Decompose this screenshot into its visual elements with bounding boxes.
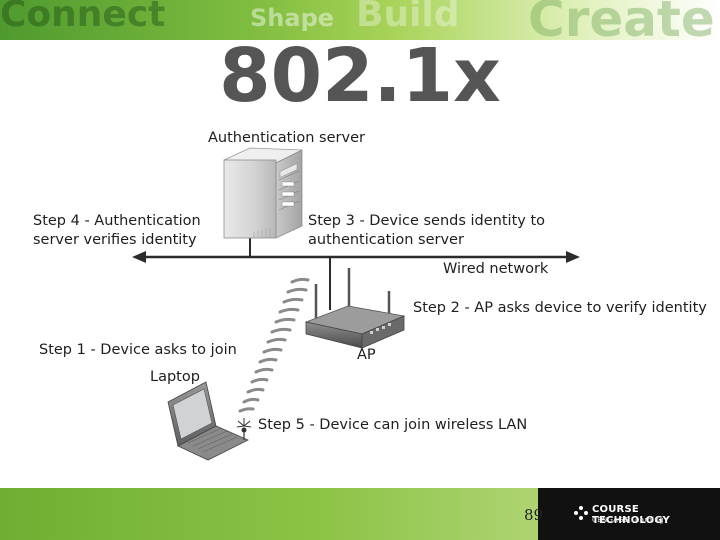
banner-word-build: Build <box>356 0 460 35</box>
label-wired-network: Wired network <box>443 261 549 277</box>
header-banner: Connect Shape Build Create <box>0 0 720 40</box>
label-step3-line2: authentication server <box>308 232 464 248</box>
label-authentication-server: Authentication server <box>208 130 365 146</box>
laptop-icon <box>167 381 252 461</box>
label-step4-line1: Step 4 - Authentication <box>33 213 201 229</box>
banner-word-connect: Connect <box>0 0 166 35</box>
label-step3-line1: Step 3 - Device sends identity to <box>308 213 546 229</box>
banner-word-shape: Shape <box>250 4 335 32</box>
label-step5: Step 5 - Device can join wireless LAN <box>258 417 528 433</box>
server-icon <box>223 147 303 239</box>
label-laptop: Laptop <box>150 369 200 385</box>
page-number: 89 <box>524 506 544 524</box>
label-step2: Step 2 - AP asks device to verify identi… <box>413 300 707 316</box>
logo-cengage-learning: CENGAGE Learning <box>592 516 664 524</box>
wireless-signal-icon <box>238 277 310 413</box>
label-step1: Step 1 - Device asks to join <box>39 342 237 358</box>
label-ap: AP <box>357 347 376 363</box>
label-step4-line2: server verifies identity <box>33 232 197 248</box>
wired-network-line <box>132 238 580 310</box>
banner-word-create: Create <box>528 0 715 40</box>
course-technology-logo-icon <box>574 506 588 520</box>
slide-title: 802.1x <box>219 33 501 119</box>
logo-course-technology: COURSE TECHNOLOGY <box>592 504 670 526</box>
footer-logo-box <box>538 488 720 540</box>
access-point-icon <box>304 268 406 349</box>
